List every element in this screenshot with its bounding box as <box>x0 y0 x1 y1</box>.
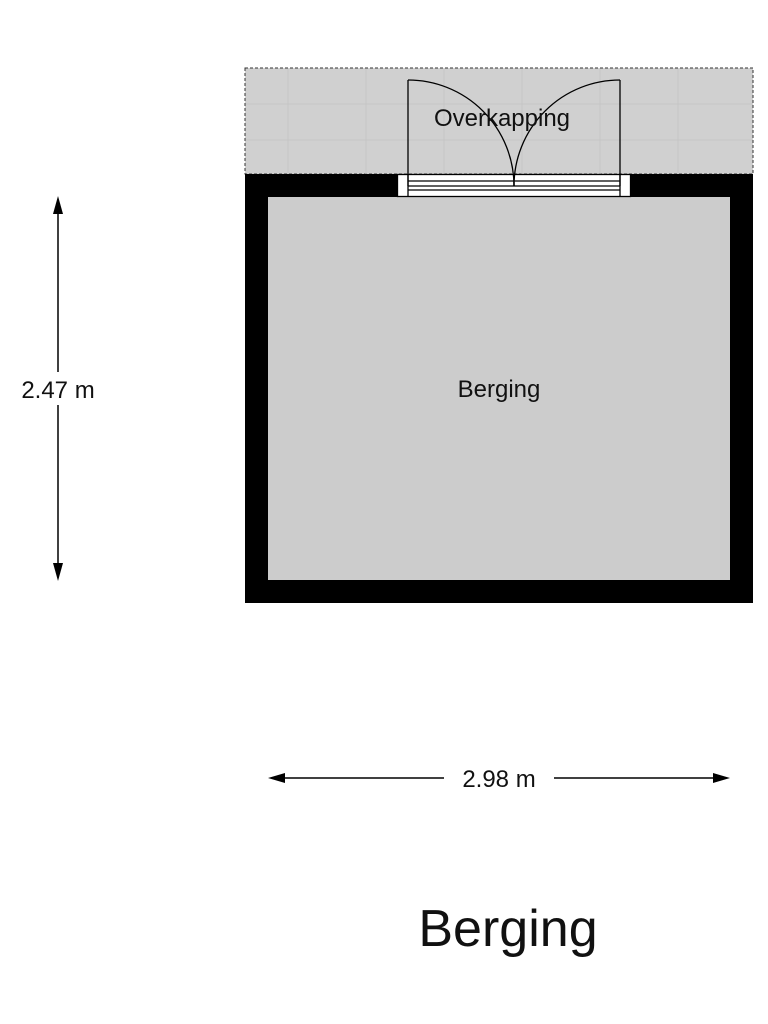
double-door <box>396 79 632 198</box>
walls <box>245 174 753 603</box>
arrow-down-icon <box>53 563 63 581</box>
room-label-overkapping: Overkapping <box>434 105 570 132</box>
height-dimension: 2.47 m <box>21 196 95 581</box>
arrow-right-icon <box>713 773 730 783</box>
height-label: 2.47 m <box>21 377 94 404</box>
floorplan-title: Berging <box>418 900 597 958</box>
room-label-berging: Berging <box>458 376 541 403</box>
width-label: 2.98 m <box>462 766 535 793</box>
width-dimension: 2.98 m <box>268 766 730 793</box>
overkapping-area <box>244 67 754 175</box>
arrow-left-icon <box>268 773 285 783</box>
arrow-up-icon <box>53 196 63 214</box>
